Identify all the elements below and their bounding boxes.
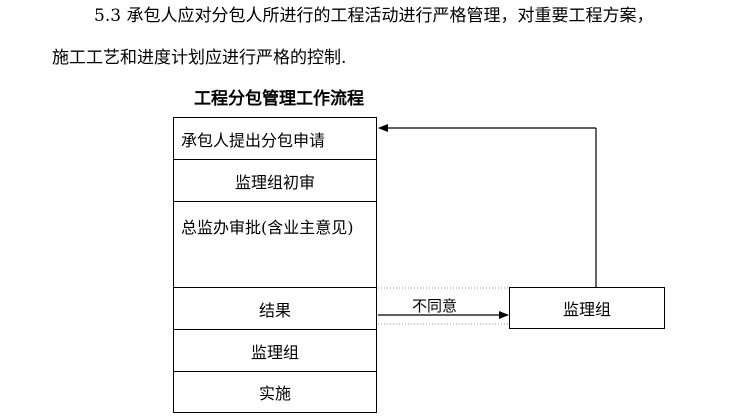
flowchart-title: 工程分包管理工作流程	[194, 89, 364, 109]
flow-step-supervision: 监理组	[174, 330, 376, 372]
flow-step-apply: 承包人提出分包申请	[174, 118, 376, 160]
flow-step-approval: 总监办审批(含业主意见)	[174, 202, 376, 288]
paragraph-line-2: 施工工艺和进度计划应进行严格的控制.	[52, 48, 347, 68]
flow-step-initial-review: 监理组初审	[174, 160, 376, 202]
paragraph-line-1: 5.3 承包人应对分包人所进行的工程活动进行严格管理，对重要工程方案，	[94, 6, 654, 26]
flow-arrow-label-disagree: 不同意	[412, 297, 458, 315]
flow-step-implement: 实施	[258, 384, 291, 403]
flow-side-box-supervision: 监理组	[509, 287, 665, 329]
flow-step-result: 结果	[174, 288, 376, 330]
flowchart-column: 承包人提出分包申请 监理组初审 总监办审批(含业主意见) 结果 监理组 实施	[173, 117, 377, 413]
